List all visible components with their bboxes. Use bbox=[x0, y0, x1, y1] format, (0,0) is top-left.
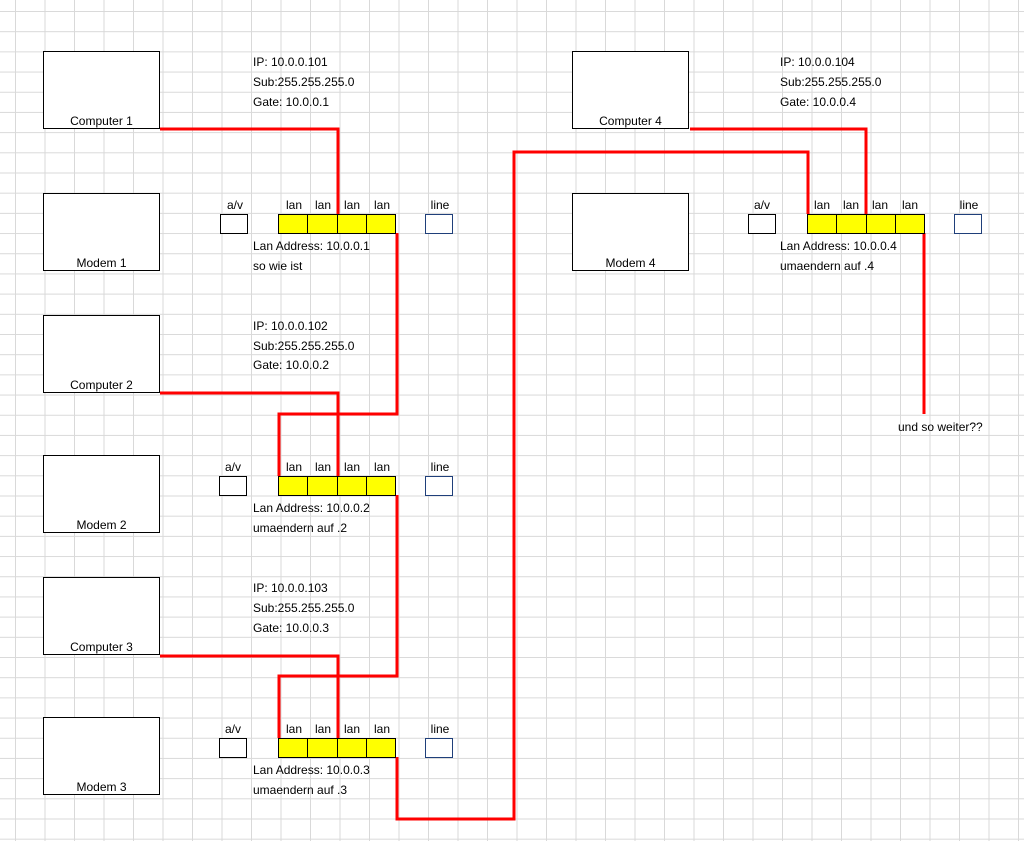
modem-1-label: Modem 1 bbox=[76, 256, 127, 270]
computer-1-subnet: Sub:255.255.255.0 bbox=[253, 75, 355, 89]
modem-2-lan-label-3: lan bbox=[343, 460, 360, 474]
computer-4-ip: IP: 10.0.0.104 bbox=[780, 55, 855, 69]
modem-3-label: Modem 3 bbox=[76, 780, 127, 794]
modem-4-av-port bbox=[748, 214, 776, 234]
modem-3-lan-ports bbox=[278, 738, 396, 758]
modem-3-box: Modem 3 bbox=[43, 717, 160, 795]
computer-4-label: Computer 4 bbox=[599, 114, 662, 128]
modem-4-lan-label-3: lan bbox=[871, 198, 888, 212]
lan-port bbox=[895, 215, 924, 233]
computer-1-box: Computer 1 bbox=[43, 51, 160, 129]
computer-3-label: Computer 3 bbox=[70, 640, 133, 654]
lan-port bbox=[308, 739, 338, 757]
modem-4-lan-ports bbox=[807, 214, 925, 234]
modem-1-lan-label-2: lan bbox=[314, 198, 331, 212]
modem-4-lan-label-4: lan bbox=[901, 198, 918, 212]
modem-2-lan-ports bbox=[278, 476, 396, 496]
lan-port bbox=[308, 215, 338, 233]
modem-2-lan-label-2: lan bbox=[314, 460, 331, 474]
cable-computer3-modem3 bbox=[160, 654, 340, 738]
modem-1-av-label: a/v bbox=[226, 198, 243, 212]
modem-2-line-label: line bbox=[430, 460, 450, 474]
modem-4-av-label: a/v bbox=[753, 198, 770, 212]
lan-port bbox=[366, 477, 395, 495]
cable-computer4-modem4 bbox=[690, 127, 868, 214]
computer-2-subnet: Sub:255.255.255.0 bbox=[253, 339, 355, 353]
computer-2-ip: IP: 10.0.0.102 bbox=[253, 319, 328, 333]
computer-4-subnet: Sub:255.255.255.0 bbox=[780, 75, 882, 89]
computer-2-label: Computer 2 bbox=[70, 378, 133, 392]
modem-1-lan-label-4: lan bbox=[373, 198, 390, 212]
modem-2-lan-address: Lan Address: 10.0.0.2 bbox=[253, 501, 370, 515]
modem-4-lan-label-2: lan bbox=[842, 198, 859, 212]
lan-port bbox=[308, 477, 338, 495]
modem-1-lan-address: Lan Address: 10.0.0.1 bbox=[253, 239, 370, 253]
modem-3-lan-label-1: lan bbox=[285, 722, 302, 736]
computer-2-gateway: Gate: 10.0.0.2 bbox=[253, 358, 330, 372]
modem-3-line-port bbox=[425, 738, 453, 758]
computer-3-gateway: Gate: 10.0.0.3 bbox=[253, 621, 330, 635]
modem-1-lan-label-3: lan bbox=[343, 198, 360, 212]
modem-2-av-port bbox=[219, 476, 247, 496]
computer-1-gateway: Gate: 10.0.0.1 bbox=[253, 95, 330, 109]
modem-3-lan-label-4: lan bbox=[373, 722, 390, 736]
cable-computer1-modem1 bbox=[160, 127, 340, 214]
computer-4-gateway: Gate: 10.0.0.4 bbox=[780, 95, 857, 109]
computer-4-box: Computer 4 bbox=[572, 51, 689, 129]
modem-4-note: umaendern auf .4 bbox=[780, 259, 875, 273]
modem-3-av-port bbox=[219, 738, 247, 758]
lan-port bbox=[337, 739, 367, 757]
modem-1-note: so wie ist bbox=[253, 259, 303, 273]
modem-3-lan-label-2: lan bbox=[314, 722, 331, 736]
modem-1-line-label: line bbox=[430, 198, 450, 212]
continuation-note: und so weiter?? bbox=[898, 420, 983, 434]
modem-3-lan-label-3: lan bbox=[343, 722, 360, 736]
computer-1-ip: IP: 10.0.0.101 bbox=[253, 55, 328, 69]
modem-2-box: Modem 2 bbox=[43, 455, 160, 533]
modem-4-box: Modem 4 bbox=[572, 193, 689, 271]
modem-2-line-port bbox=[425, 476, 453, 496]
lan-port bbox=[866, 215, 896, 233]
modem-4-lan-label-1: lan bbox=[813, 198, 830, 212]
lan-port bbox=[279, 739, 309, 757]
modem-4-lan-address: Lan Address: 10.0.0.4 bbox=[780, 239, 897, 253]
lan-port bbox=[366, 739, 395, 757]
modem-2-av-label: a/v bbox=[224, 460, 241, 474]
lan-port bbox=[808, 215, 838, 233]
modem-1-av-port bbox=[220, 214, 248, 234]
modem-2-label: Modem 2 bbox=[76, 518, 127, 532]
lan-port bbox=[337, 477, 367, 495]
computer-2-box: Computer 2 bbox=[43, 315, 160, 393]
modem-3-line-label: line bbox=[430, 722, 450, 736]
modem-2-note: umaendern auf .2 bbox=[253, 521, 348, 535]
modem-4-line-port bbox=[954, 214, 982, 234]
modem-3-av-label: a/v bbox=[224, 722, 241, 736]
modem-3-lan-address: Lan Address: 10.0.0.3 bbox=[253, 763, 370, 777]
computer-3-box: Computer 3 bbox=[43, 577, 160, 655]
modem-1-box: Modem 1 bbox=[43, 193, 160, 271]
modem-4-label: Modem 4 bbox=[605, 256, 656, 270]
lan-port bbox=[279, 215, 309, 233]
modem-1-line-port bbox=[425, 214, 453, 234]
modem-3-note: umaendern auf .3 bbox=[253, 783, 348, 797]
computer-3-ip: IP: 10.0.0.103 bbox=[253, 581, 328, 595]
modem-2-lan-label-4: lan bbox=[373, 460, 390, 474]
lan-port bbox=[366, 215, 395, 233]
cable-modem3-modem4 bbox=[395, 150, 810, 821]
modem-4-line-label: line bbox=[959, 198, 979, 212]
modem-1-lan-label-1: lan bbox=[285, 198, 302, 212]
modem-1-lan-ports bbox=[278, 214, 396, 234]
lan-port bbox=[837, 215, 867, 233]
modem-2-lan-label-1: lan bbox=[285, 460, 302, 474]
cable-computer2-modem2 bbox=[160, 391, 340, 476]
lan-port bbox=[337, 215, 367, 233]
computer-1-label: Computer 1 bbox=[70, 114, 133, 128]
lan-port bbox=[279, 477, 309, 495]
computer-3-subnet: Sub:255.255.255.0 bbox=[253, 601, 355, 615]
